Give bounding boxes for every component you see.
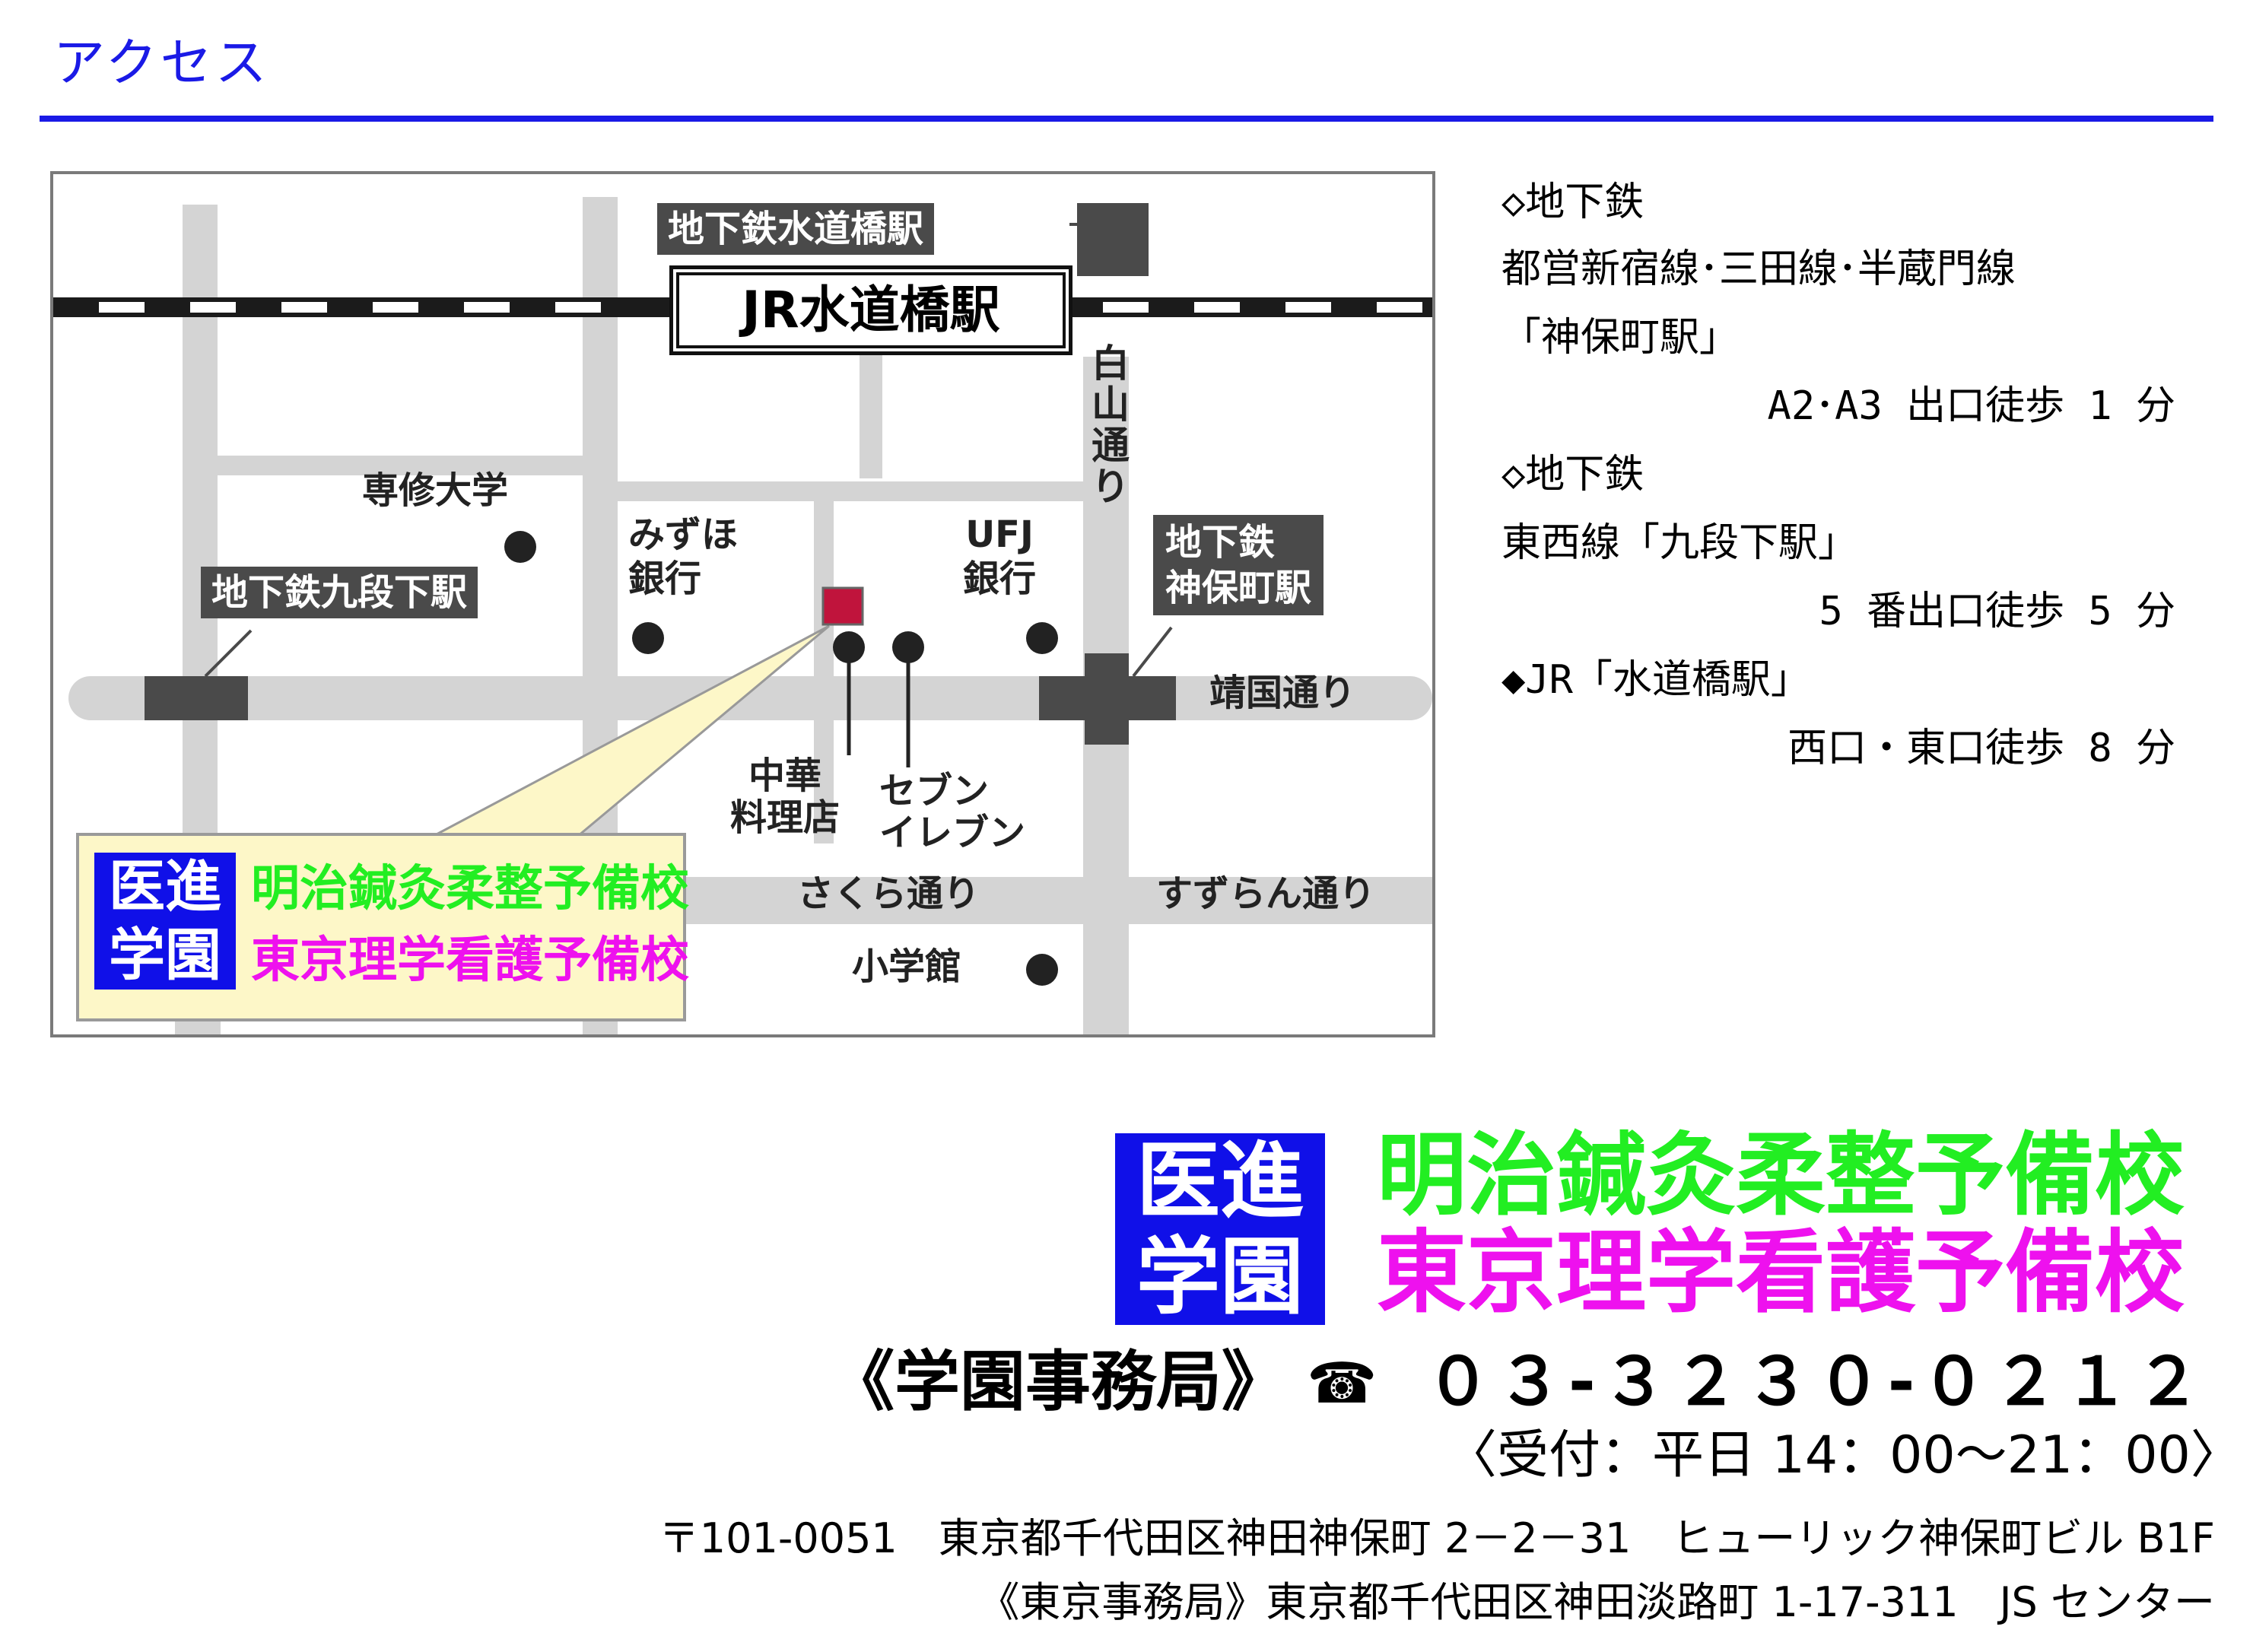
road bbox=[612, 481, 1088, 501]
label-mizuho-line1: みずほ bbox=[628, 513, 739, 556]
label-ufj-bank: UFJ 銀行 bbox=[963, 513, 1036, 601]
label-subway-kudanshita: 地下鉄九段下駅 bbox=[201, 567, 478, 618]
footer-school1: 明治鍼灸柔整予備校 bbox=[1377, 1123, 2185, 1228]
label-ufj-line1: UFJ bbox=[965, 513, 1034, 556]
kudanshita-leader bbox=[204, 629, 253, 678]
subway-suidobashi-block bbox=[1077, 203, 1149, 276]
dot bbox=[632, 622, 664, 654]
label-seven-line1: セブン bbox=[879, 770, 990, 812]
label-chinese-line2: 料理店 bbox=[730, 796, 841, 840]
legend-school1: 明治鍼灸柔整予備校 bbox=[251, 861, 689, 917]
reception-hours: 〈受付：平日 14：00〜21：00〉 bbox=[1445, 1425, 2242, 1485]
road bbox=[860, 349, 882, 478]
label-suzuran-dori: すずらん通り bbox=[1156, 872, 1376, 915]
footer-badge-line1: 医進 bbox=[1136, 1133, 1304, 1230]
railway-dashes bbox=[99, 302, 1422, 313]
access-line: 西口・東口徒歩 8 分 bbox=[1787, 726, 2175, 771]
school-marker bbox=[821, 586, 864, 626]
label-senshu-univ: 専修大学 bbox=[362, 469, 509, 512]
access-map: 地下鉄水道橋駅 JR水道橋駅 地下鉄九段下駅 地下鉄 神保町駅 白山通り 靖国通… bbox=[50, 171, 1435, 1037]
label-jimbocho-line2: 神保町駅 bbox=[1165, 567, 1312, 609]
label-yasukuni-dori: 靖国通り bbox=[1209, 672, 1356, 714]
phone-number[interactable]: ０３-３２３０-０２１２ bbox=[1425, 1344, 2207, 1420]
label-jimbocho-line1: 地下鉄 bbox=[1165, 521, 1276, 564]
label-shogakukan: 小学館 bbox=[852, 945, 962, 988]
footer-badge-line2: 学園 bbox=[1136, 1228, 1304, 1326]
road bbox=[814, 494, 834, 843]
address-main: 〒101-0051 東京都千代田区神田神保町 2－2－31 ヒューリック神保町ビ… bbox=[658, 1514, 2215, 1562]
access-line: A2･A3 出口徒歩 1 分 bbox=[1767, 383, 2175, 429]
label-subway-jimbocho: 地下鉄 神保町駅 bbox=[1153, 515, 1324, 615]
access-line: ◆JR「水道橋駅」 bbox=[1501, 657, 1810, 703]
label-hakusan-dori: 白山通り bbox=[1092, 342, 1130, 509]
access-line: ◇地下鉄 bbox=[1501, 179, 1644, 225]
office-name: 《学園事務局》 bbox=[829, 1344, 1287, 1420]
label-ufj-line2: 銀行 bbox=[963, 557, 1037, 600]
label-sakura-dori: さくら通り bbox=[797, 872, 980, 915]
title-underline bbox=[40, 116, 2213, 122]
access-line: 東西線「九段下駅」 bbox=[1501, 520, 1858, 566]
dot bbox=[1026, 954, 1058, 986]
access-line: ◇地下鉄 bbox=[1501, 452, 1644, 497]
label-subway-suidobashi: 地下鉄水道橋駅 bbox=[657, 203, 935, 255]
badge-line2: 学園 bbox=[109, 923, 221, 988]
dot bbox=[1026, 622, 1058, 654]
footer-logo-badge: 医進 学園 bbox=[1115, 1133, 1325, 1325]
access-line: 「神保町駅」 bbox=[1501, 315, 1740, 361]
kudanshita-block bbox=[145, 676, 248, 720]
label-chinese-line1: 中華 bbox=[748, 755, 822, 797]
school-logo-badge: 医進 学園 bbox=[94, 853, 236, 990]
label-jr-suidobashi: JR水道橋駅 bbox=[669, 265, 1072, 355]
address-tokyo-office: 《東京事務局》東京都千代田区神田淡路町 1-17-311 JS センター bbox=[978, 1578, 2215, 1626]
dot bbox=[504, 531, 536, 563]
label-mizuho-line2: 銀行 bbox=[628, 557, 702, 600]
road bbox=[213, 456, 593, 475]
label-seven-eleven: セブン イレブン bbox=[879, 770, 1025, 854]
access-line: 都営新宿線･三田線･半蔵門線 bbox=[1501, 246, 2016, 292]
road bbox=[616, 877, 1432, 924]
label-chinese-restaurant: 中華 料理店 bbox=[730, 755, 840, 839]
badge-line1: 医進 bbox=[109, 854, 221, 920]
label-mizuho-bank: みずほ 銀行 bbox=[628, 513, 738, 601]
page-title: アクセス bbox=[53, 33, 270, 94]
footer-school2: 東京理学看護予備校 bbox=[1377, 1220, 2185, 1325]
connector bbox=[1069, 223, 1100, 226]
phone-icon: ☎ bbox=[1307, 1351, 1378, 1416]
school-legend: 医進 学園 明治鍼灸柔整予備校 東京理学看護予備校 bbox=[76, 833, 689, 1021]
access-line: 5 番出口徒歩 5 分 bbox=[1819, 589, 2175, 634]
jimbocho-cross-v bbox=[1085, 653, 1129, 745]
label-seven-line2: イレブン bbox=[879, 812, 1026, 855]
jimbocho-leader bbox=[1132, 626, 1173, 678]
legend-school2: 東京理学看護予備校 bbox=[251, 932, 689, 989]
